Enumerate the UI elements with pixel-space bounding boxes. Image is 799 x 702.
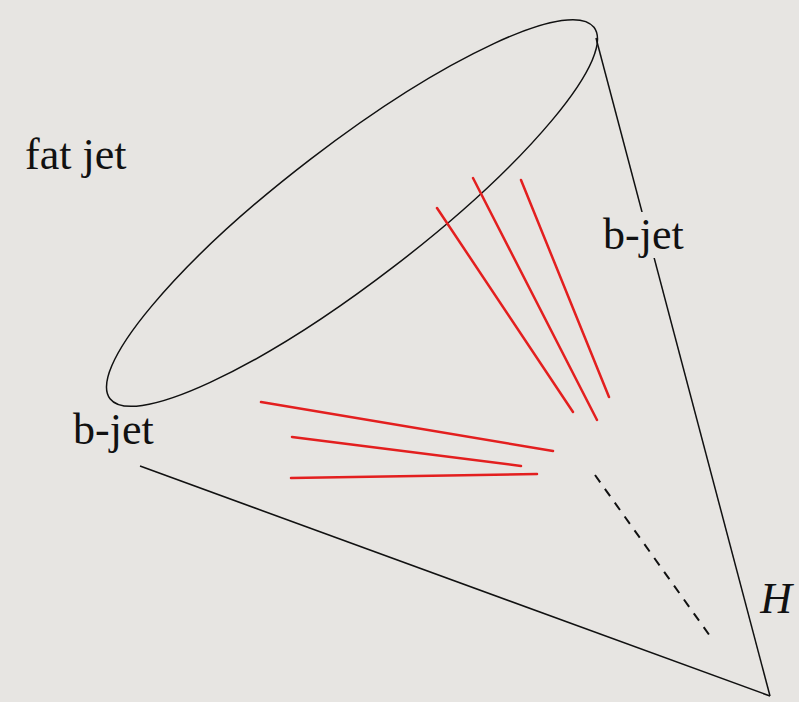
- jet-label: b-jet: [600, 212, 687, 258]
- higgs-line: [595, 475, 710, 636]
- particle-track: [521, 180, 609, 397]
- particle-track: [291, 474, 537, 478]
- particle-label: H: [757, 576, 795, 622]
- particle-track: [292, 437, 521, 466]
- cone-side: [596, 38, 770, 696]
- cone-rim: [69, 0, 636, 453]
- particle-track: [261, 402, 553, 451]
- cone-side: [140, 466, 770, 696]
- jet-label: fat jet: [22, 132, 129, 178]
- jet-label: b-jet: [70, 407, 157, 453]
